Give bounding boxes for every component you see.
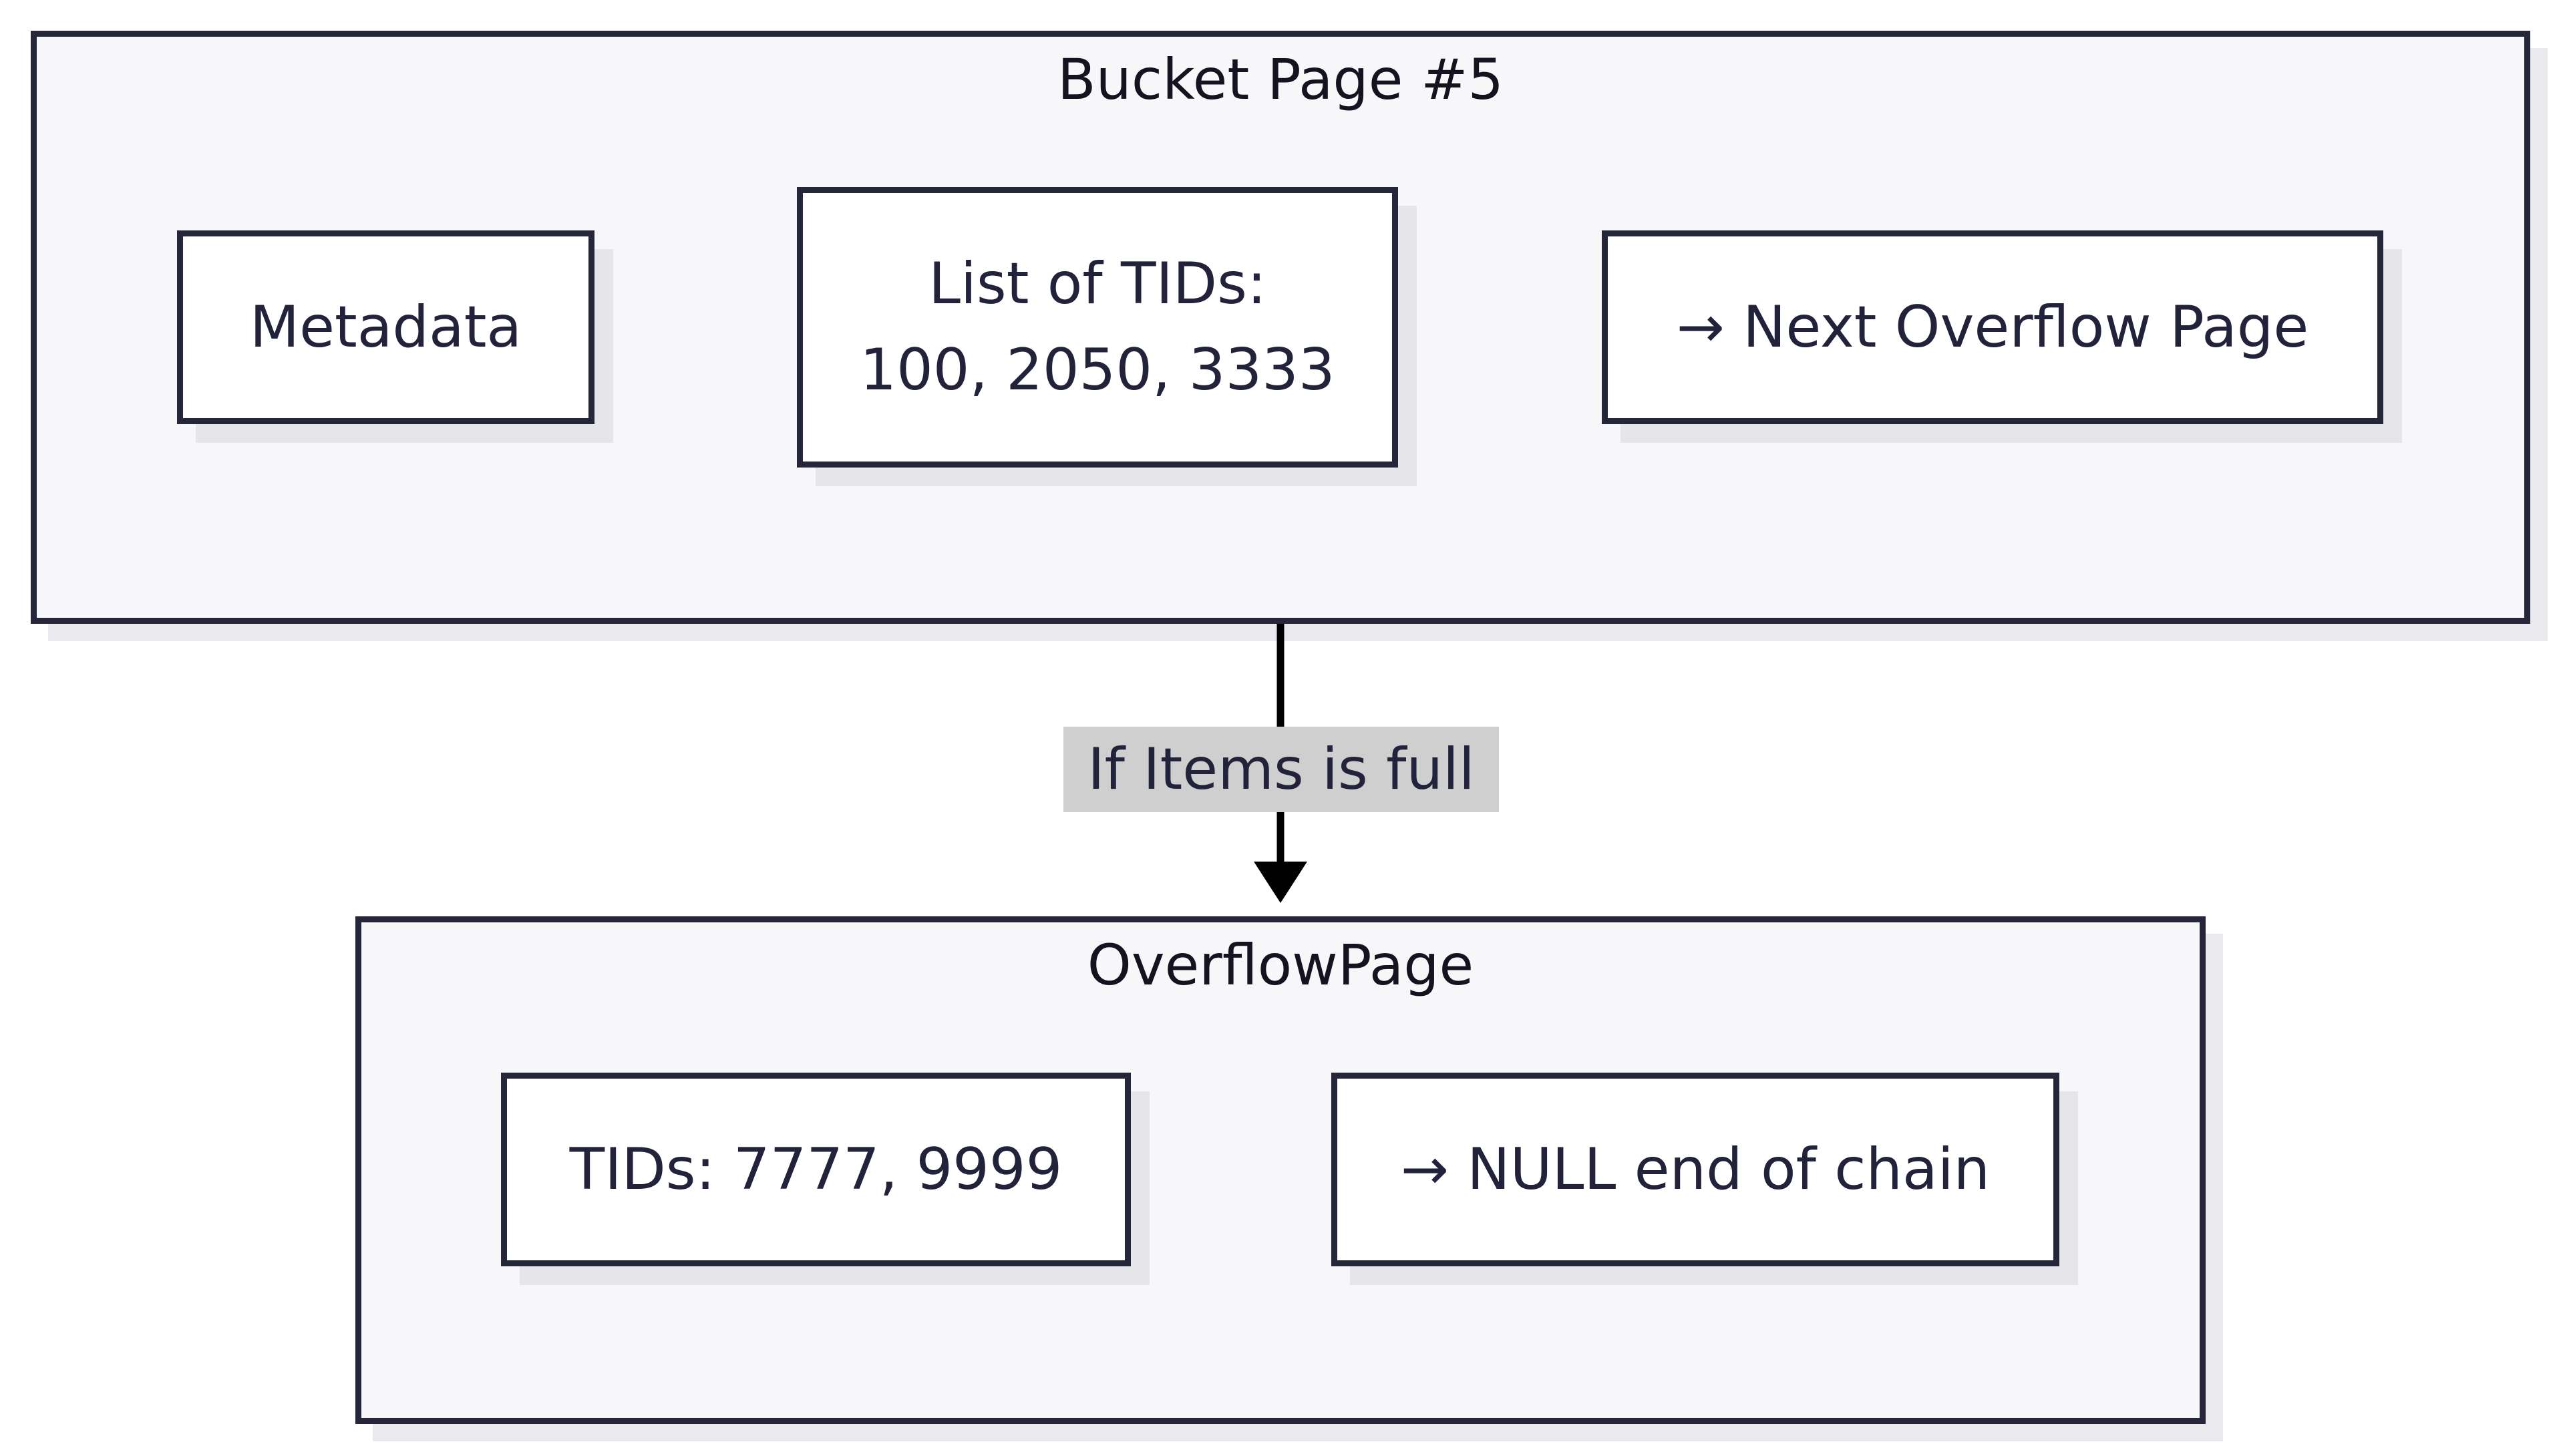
null-end-label: → NULL end of chain [1400,1135,1991,1203]
tid-list-label-line1: List of TIDs: [928,250,1266,317]
metadata-label: Metadata [249,293,522,361]
metadata-node: Metadata [177,230,594,424]
next-overflow-node: → Next Overflow Page [1602,230,2383,424]
null-end-node: → NULL end of chain [1331,1073,2059,1266]
arrowhead-icon [1254,862,1307,903]
edge-label: If Items is full [1063,727,1499,812]
overflow-page-title: OverflowPage [1087,932,1474,998]
bucket-page-title: Bucket Page #5 [1057,47,1504,112]
tid-list-node: List of TIDs: 100, 2050, 3333 [797,187,1398,468]
overflow-tids-node: TIDs: 7777, 9999 [501,1073,1131,1266]
next-overflow-label: → Next Overflow Page [1676,293,2309,361]
tid-list-label-line2: 100, 2050, 3333 [860,337,1335,403]
overflow-tids-label: TIDs: 7777, 9999 [569,1135,1063,1203]
